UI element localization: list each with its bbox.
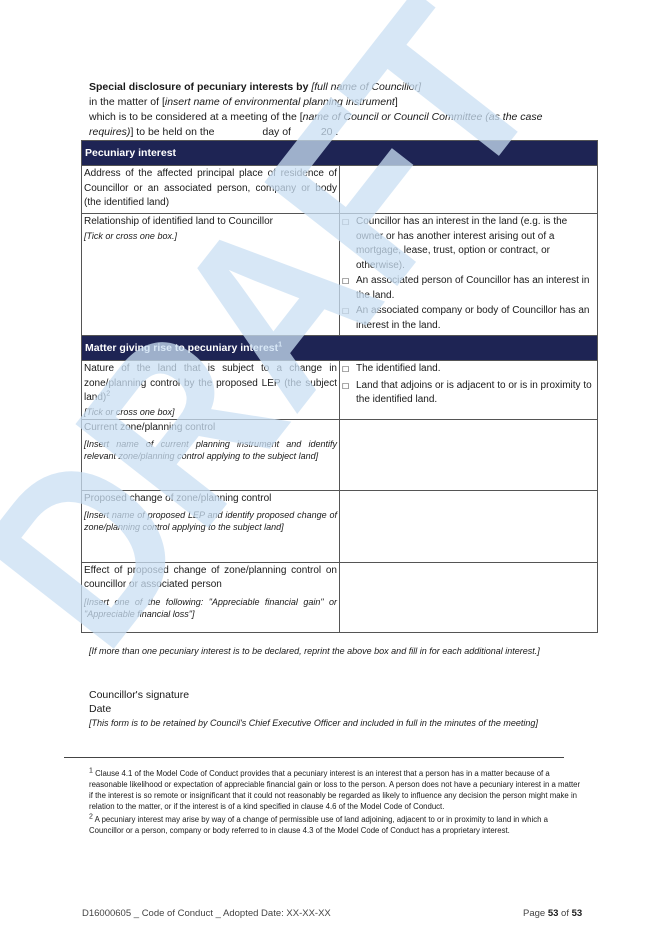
proposed-change-note: [Insert name of proposed LEP and identif… [84, 510, 337, 532]
footnote-divider [64, 757, 564, 758]
section-matter-header: Matter giving rise to pecuniary interest… [81, 335, 598, 361]
disclosure-intro: Special disclosure of pecuniary interest… [89, 80, 589, 140]
council-placeholder: name of Council or Council Committee (as… [89, 111, 543, 138]
effect-label: Effect of proposed change of zone/planni… [81, 561, 340, 633]
nature-options: ☐ The identified land. ☐ Land that adjoi… [339, 360, 598, 420]
date-label: Date [89, 703, 112, 715]
effect-label-text: Effect of proposed change of zone/planni… [84, 564, 337, 591]
option-text: Councillor has an interest in the land (… [356, 216, 568, 271]
signature-block: Councillor's signature Date [89, 688, 189, 716]
footnote-1-number: 1 [89, 767, 93, 775]
checkbox-icon[interactable]: ☐ [342, 277, 350, 286]
current-zone-label: Current zone/planning control [Insert na… [81, 418, 340, 491]
instrument-placeholder: insert name of environmental planning in… [164, 96, 395, 108]
section-1-title: Pecuniary interest [85, 146, 177, 159]
intro-line-1: Special disclosure of pecuniary interest… [89, 80, 589, 95]
relationship-label-text: Relationship of identified land to Counc… [84, 216, 274, 227]
footnote-ref-1: 1 [278, 341, 283, 349]
form-title: Special disclosure of pecuniary interest… [89, 81, 309, 93]
retention-note: [This form is to be retained by Council'… [89, 718, 538, 728]
intro-line-3-prefix: which is to be considered at a meeting o… [89, 111, 303, 123]
section-pecuniary-interest-header: Pecuniary interest [81, 140, 598, 166]
checkbox-icon[interactable]: ☐ [342, 381, 350, 391]
nature-label: Nature of the land that is subject to a … [81, 360, 340, 420]
option-text: The identified land. [356, 363, 441, 374]
option-text: An associated person of Councillor has a… [356, 275, 590, 301]
address-label-text: Address of the affected principal place … [84, 168, 337, 208]
year-label: 20 . [320, 126, 339, 138]
disclosure-table: Pecuniary interest Address of the affect… [81, 140, 598, 633]
relationship-option-councillor[interactable]: ☐ Councillor has an interest in the land… [342, 215, 595, 273]
checkbox-icon[interactable]: ☐ [342, 218, 350, 227]
checkbox-icon[interactable]: ☐ [342, 365, 350, 374]
councillor-name-placeholder: [full name of Councillor] [311, 81, 422, 93]
current-zone-note: [Insert name of current planning instrum… [84, 439, 337, 461]
relationship-options: ☐ Councillor has an interest in the land… [339, 213, 598, 336]
nature-label-main: Nature of the land that is subject to a … [84, 363, 337, 403]
intro-line-3: which is to be considered at a meeting o… [89, 110, 589, 140]
nature-option-adjoining-land[interactable]: ☐ Land that adjoins or is adjacent to or… [342, 379, 595, 408]
page-word: Page [523, 908, 546, 919]
of-word: of [561, 908, 569, 919]
relationship-note: [Tick or cross one box.] [84, 230, 177, 241]
address-field[interactable] [339, 165, 598, 214]
document-reference: D16000605 _ Code of Conduct _ Adopted Da… [82, 908, 331, 919]
total-pages: 53 [571, 908, 583, 919]
current-zone-field[interactable] [339, 418, 598, 491]
address-label: Address of the affected principal place … [81, 165, 340, 214]
signature-label: Councillor's signature [89, 689, 190, 701]
intro-line-3-suffix: ] to be held on the [130, 126, 215, 138]
day-of-label: day of [262, 126, 291, 138]
intro-line-2-suffix: ] [394, 96, 398, 108]
footnote-1: 1 Clause 4.1 of the Model Code of Conduc… [89, 767, 581, 812]
footnote-1-text: Clause 4.1 of the Model Code of Conduct … [89, 769, 581, 811]
current-page: 53 [547, 908, 559, 919]
nature-label-text: Nature of the land that is subject to a … [84, 362, 337, 406]
intro-line-2-prefix: in the matter of [ [89, 96, 165, 108]
checkbox-icon[interactable]: ☐ [342, 307, 350, 316]
effect-note: [Insert one of the following: "Appreciab… [84, 596, 337, 619]
footnotes: 1 Clause 4.1 of the Model Code of Conduc… [89, 767, 581, 838]
option-text: An associated company or body of Council… [356, 305, 590, 331]
proposed-change-label-text: Proposed change of zone/planning control [84, 492, 272, 504]
proposed-change-field[interactable] [339, 489, 598, 563]
nature-note: [Tick or cross one box] [84, 406, 175, 417]
footnote-2-number: 2 [89, 813, 93, 821]
relationship-option-associated-person[interactable]: ☐ An associated person of Councillor has… [342, 274, 595, 303]
proposed-change-label: Proposed change of zone/planning control… [81, 489, 340, 563]
page-number: Page 53 of 53 [523, 908, 582, 919]
relationship-option-associated-company[interactable]: ☐ An associated company or body of Counc… [342, 304, 595, 333]
reprint-note: [If more than one pecuniary interest is … [89, 646, 540, 656]
current-zone-label-text: Current zone/planning control [84, 421, 216, 433]
footnote-ref-2: 2 [106, 390, 111, 398]
footnote-2: 2 A pecuniary interest may arise by way … [89, 813, 581, 836]
effect-field[interactable] [339, 561, 598, 633]
intro-line-2: in the matter of [insert name of environ… [89, 95, 589, 110]
relationship-label: Relationship of identified land to Counc… [81, 213, 340, 336]
section-2-title: Matter giving rise to pecuniary interest [85, 341, 279, 354]
option-text: Land that adjoins or is adjacent to or i… [356, 379, 592, 406]
footnote-2-text: A pecuniary interest may arise by way of… [89, 815, 548, 835]
nature-option-identified-land[interactable]: ☐ The identified land. [342, 362, 595, 378]
